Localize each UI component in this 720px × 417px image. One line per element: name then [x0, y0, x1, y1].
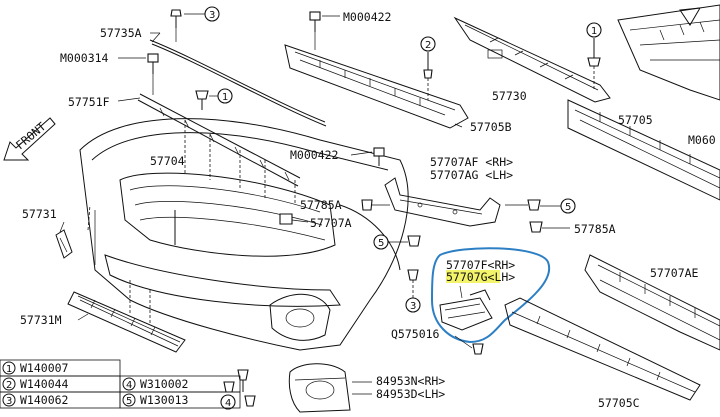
- label-57707A: 57707A: [310, 216, 352, 230]
- label-57705B: 57705B: [470, 120, 512, 134]
- label-57785A-right: 57785A: [574, 222, 616, 236]
- label-57785A-left: 57785A: [300, 198, 342, 212]
- screw-57785A-left: [361, 199, 390, 211]
- legend-callout-circle: [122, 377, 136, 391]
- front-label: FRONT: [13, 119, 49, 152]
- legend-callout-circle: [2, 361, 16, 375]
- label-57731: 57731: [22, 207, 57, 221]
- label-m000422-top: M000422: [343, 10, 391, 24]
- legend-code: W140062: [20, 393, 68, 407]
- callout-1-mid-text: 1: [222, 92, 228, 103]
- label-q575016: Q575016: [391, 327, 440, 341]
- callout-1-top-right-text: 1: [591, 26, 597, 37]
- fastener-legend-table: 1 W140007 2 W140044 3 W140062 4 W310002 5 W130013: [0, 359, 241, 409]
- label-57704: 57704: [150, 154, 185, 168]
- upper-beam-57705B: [284, 44, 469, 129]
- screw-57785A-right: [505, 199, 570, 233]
- callout-1-top-right: [586, 22, 602, 38]
- legend-cell: [119, 391, 241, 409]
- bolt-fastener: [147, 53, 159, 95]
- clip-fastener-5-left: 5: [373, 234, 421, 250]
- callout-3-top-text: 3: [209, 10, 215, 21]
- label-m000422-mid: M000422: [290, 148, 338, 162]
- highlighted-bracket-group: [430, 247, 551, 344]
- clip-fastener: [170, 9, 182, 42]
- label-84953N: 84953N<RH>: [376, 374, 445, 388]
- legend-code: W140007: [20, 361, 69, 375]
- label-highlight: [446, 270, 500, 283]
- label-57731M: 57731M: [20, 313, 62, 327]
- legend-callout-circle: [2, 393, 16, 407]
- callout-5-right-text: 5: [565, 202, 571, 213]
- screw-q575016: [454, 335, 484, 355]
- lower-grille-57731M: [67, 291, 186, 353]
- legend-callout-circle: [122, 393, 136, 407]
- grille-molding-part: [149, 32, 327, 127]
- blue-outline: [430, 247, 551, 344]
- front-bumper-cover-57704: [79, 118, 409, 351]
- callout-4-bottom-text: 4: [225, 398, 231, 409]
- label-57707F: 57707F<RH>: [446, 258, 515, 272]
- legend-code: W310002: [140, 377, 188, 391]
- label-57751F: 57751F: [68, 95, 110, 109]
- label-57705: 57705: [618, 113, 653, 127]
- headlamp-bracket-part: [617, 4, 720, 101]
- bolt-m000422-top: [309, 11, 321, 50]
- callout-5-left-text: 5: [378, 238, 384, 249]
- label-57735A: 57735A: [100, 26, 142, 40]
- legend-code: W140044: [20, 377, 69, 391]
- bolt-m000422-mid: [373, 147, 385, 166]
- label-57707AG: 57707AG <LH>: [430, 168, 513, 182]
- legend-number: 2: [6, 380, 12, 391]
- label-57730: 57730: [492, 89, 527, 103]
- front-direction-indicator: FRONT: [3, 117, 56, 161]
- legend-number: 3: [6, 396, 12, 407]
- upper-rail-strip: [137, 93, 301, 187]
- label-57707AF: 57707AF <RH>: [430, 155, 513, 169]
- legend-number: 5: [126, 396, 132, 407]
- side-bracket-57707AE: [584, 254, 720, 351]
- clip-57707A: [279, 213, 309, 225]
- radiator-support-panel-57730: [453, 16, 611, 103]
- callout-2-top-text: 2: [425, 40, 431, 51]
- callout-3-side-text: 3: [410, 301, 416, 312]
- legend-number: 4: [126, 380, 132, 391]
- fog-lamp-cover-84953: [288, 363, 351, 413]
- label-57707G: 57707G<LH>: [446, 270, 515, 284]
- side-vent-57731: [55, 229, 73, 259]
- lower-cover-57705C: [504, 297, 701, 401]
- bumper-beam-57705: [567, 99, 720, 201]
- label-84953D: 84953D<LH>: [376, 387, 445, 401]
- side-bracket-57707AF: [384, 177, 501, 227]
- label-57705C: 57705C: [598, 396, 640, 410]
- clip-fastener-3-side: 3: [405, 269, 421, 313]
- bottom-clip-fasteners: 4: [220, 369, 256, 410]
- clip-fastener-2: 2: [420, 36, 436, 100]
- label-m060: M060: [688, 133, 716, 147]
- label-57707AE: 57707AE: [650, 266, 699, 280]
- label-m000314: M000314: [60, 51, 109, 65]
- clip-fastener-1: [195, 90, 209, 110]
- legend-number: 1: [6, 364, 12, 375]
- legend-code: W130013: [140, 393, 189, 407]
- legend-callout-circle: [2, 377, 16, 391]
